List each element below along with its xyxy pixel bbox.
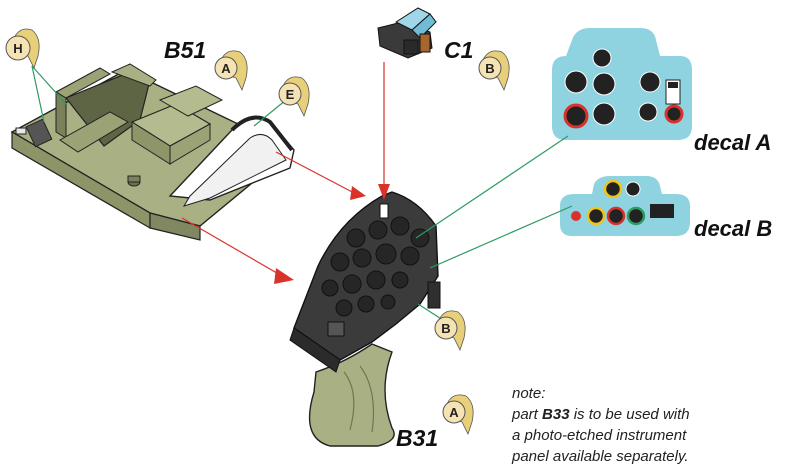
marker-h: H bbox=[5, 28, 40, 70]
part-b51-cockpit-floor bbox=[10, 63, 295, 241]
marker-e: E bbox=[278, 76, 310, 118]
part-c1-fitting bbox=[377, 7, 437, 59]
label-decal-a: decal A bbox=[694, 130, 771, 155]
marker-panel-b-letter: B bbox=[441, 321, 450, 336]
arrow-c1-to-panel bbox=[378, 62, 390, 200]
note-line-1-prefix: part bbox=[511, 406, 542, 423]
note-line-3: panel available separately. bbox=[511, 448, 689, 465]
note-line-1-part: B33 bbox=[542, 406, 570, 423]
marker-panel-b: B bbox=[434, 310, 466, 352]
part-b31-instrument-panel bbox=[289, 191, 441, 447]
note-line-2: a photo-etched instrument bbox=[512, 427, 687, 444]
marker-b51-a: A bbox=[214, 50, 248, 92]
note-title: note: bbox=[512, 385, 545, 402]
note-line-1-suffix: is to be used with bbox=[570, 406, 690, 423]
marker-c1-b: B bbox=[478, 50, 510, 92]
label-part-b31: B31 bbox=[396, 425, 438, 451]
assembly-arrows bbox=[181, 62, 390, 284]
label-decal-b: decal B bbox=[694, 216, 772, 241]
arrow-floor-to-panel-lower bbox=[181, 217, 294, 284]
note-block: note: part B33 is to be used with a phot… bbox=[511, 385, 690, 465]
arrow-floor-to-panel-upper bbox=[275, 151, 366, 200]
marker-b31-a: A bbox=[442, 394, 474, 436]
marker-b31-a-letter: A bbox=[449, 405, 459, 420]
decal-a-dials bbox=[563, 48, 684, 129]
marker-b51-a-letter: A bbox=[221, 61, 231, 76]
decal-b-dials bbox=[571, 179, 674, 226]
label-part-c1: C1 bbox=[444, 37, 473, 63]
label-part-b51: B51 bbox=[164, 37, 206, 63]
marker-e-letter: E bbox=[286, 87, 295, 102]
decal-a-artwork bbox=[552, 28, 692, 140]
marker-c1-b-letter: B bbox=[485, 61, 494, 76]
decal-b-artwork bbox=[560, 176, 690, 236]
note-line-1: part B33 is to be used with bbox=[511, 406, 690, 423]
leader-lines bbox=[31, 65, 573, 323]
marker-h-letter: H bbox=[13, 41, 22, 56]
